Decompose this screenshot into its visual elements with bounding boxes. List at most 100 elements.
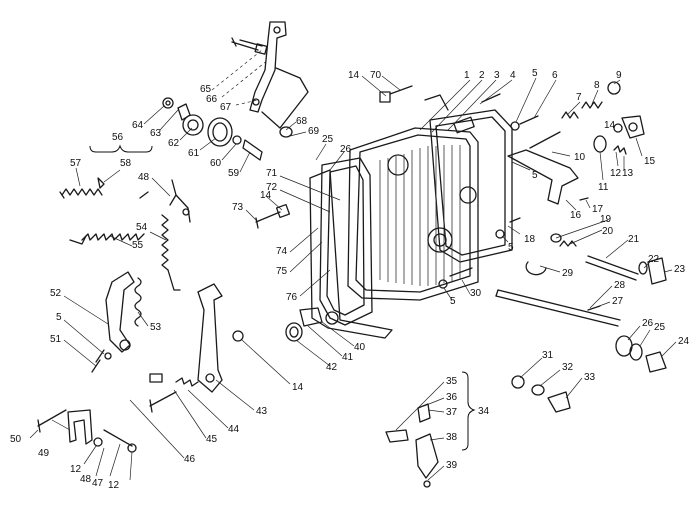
label-1: 1 (464, 70, 470, 81)
label-25a: 25 (322, 134, 334, 145)
label-6: 6 (552, 70, 558, 81)
label-18: 18 (524, 234, 536, 245)
label-51: 51 (50, 334, 62, 345)
label-8: 8 (594, 80, 600, 91)
label-9: 9 (616, 70, 622, 81)
spring-group-left (59, 177, 191, 291)
label-17: 17 (592, 204, 604, 215)
label-42: 42 (326, 362, 338, 373)
label-27: 27 (612, 296, 624, 307)
label-13: 13 (622, 168, 634, 179)
label-74: 74 (276, 246, 288, 257)
label-57: 57 (70, 158, 82, 169)
label-58: 58 (120, 158, 132, 169)
label-31: 31 (542, 350, 554, 361)
label-23: 23 (674, 264, 686, 275)
label-26a: 26 (340, 144, 352, 155)
label-61: 61 (188, 148, 200, 159)
label-12a: 12 (610, 168, 622, 179)
label-71: 71 (266, 168, 278, 179)
label-36: 36 (446, 392, 458, 403)
label-26b: 26 (642, 318, 654, 329)
label-47: 47 (92, 478, 104, 489)
label-19: 19 (600, 214, 612, 225)
label-2: 2 (479, 70, 485, 81)
label-7: 7 (576, 92, 582, 103)
label-33: 33 (584, 372, 596, 383)
label-45: 45 (206, 434, 218, 445)
leader-lines (29, 49, 677, 481)
label-14c: 14 (260, 190, 272, 201)
clevis-group (37, 409, 137, 453)
brace-56 (89, 144, 153, 153)
label-34: 34 (478, 406, 490, 417)
label-15: 15 (644, 156, 656, 167)
label-56: 56 (112, 132, 124, 143)
top-bracket (231, 21, 309, 129)
label-28: 28 (614, 280, 626, 291)
label-63: 63 (150, 128, 162, 139)
label-5: 5 (532, 68, 538, 79)
label-69: 69 (308, 126, 320, 137)
label-75: 75 (276, 266, 288, 277)
label-10: 10 (574, 152, 586, 163)
label-59: 59 (228, 168, 240, 179)
main-housing (309, 94, 513, 339)
label-21: 21 (628, 234, 640, 245)
label-5b: 5 (532, 170, 538, 181)
lever-43 (149, 283, 244, 413)
label-5d: 5 (450, 296, 456, 307)
label-76: 76 (286, 292, 298, 303)
label-66: 66 (206, 94, 218, 105)
label-4: 4 (510, 70, 516, 81)
label-20: 20 (602, 226, 614, 237)
label-50: 50 (10, 434, 22, 445)
label-38: 38 (446, 432, 458, 443)
label-53: 53 (150, 322, 162, 333)
label-14b: 14 (348, 70, 360, 81)
label-44: 44 (228, 424, 240, 435)
label-40: 40 (354, 342, 366, 353)
label-12b: 12 (70, 464, 82, 475)
label-29: 29 (562, 268, 574, 279)
label-5c: 5 (508, 242, 514, 253)
label-52: 52 (50, 288, 62, 299)
label-46: 46 (184, 454, 196, 465)
label-49: 49 (38, 448, 50, 459)
label-30: 30 (470, 288, 482, 299)
label-16: 16 (570, 210, 582, 221)
label-11: 11 (598, 182, 609, 193)
label-60: 60 (210, 158, 222, 169)
label-48: 48 (138, 172, 150, 183)
label-3: 3 (494, 70, 500, 81)
label-54: 54 (136, 222, 148, 233)
label-14d: 14 (292, 382, 304, 393)
label-67: 67 (220, 102, 232, 113)
lever-52 (91, 271, 142, 373)
label-70: 70 (370, 70, 382, 81)
label-65: 65 (200, 84, 212, 95)
label-39: 39 (446, 460, 458, 471)
label-68: 68 (296, 116, 308, 127)
label-24: 24 (678, 336, 690, 347)
label-12c: 12 (108, 480, 120, 491)
label-37: 37 (446, 407, 458, 418)
label-5e: 5 (56, 312, 62, 323)
label-22: 22 (648, 254, 660, 265)
part-labels: 1 2 3 4 5 6 7 8 9 10 5 11 12 13 14 15 16… (10, 68, 690, 491)
label-43: 43 (256, 406, 268, 417)
label-32: 32 (562, 362, 574, 373)
label-72: 72 (266, 182, 278, 193)
label-55: 55 (132, 240, 144, 251)
label-64: 64 (132, 120, 144, 131)
seal-group (162, 97, 293, 161)
label-48b: 48 (80, 474, 92, 485)
label-25b: 25 (654, 322, 666, 333)
label-14a: 14 (604, 120, 616, 131)
label-73: 73 (232, 202, 244, 213)
label-41: 41 (342, 352, 354, 363)
brace-34 (461, 371, 476, 451)
right-parts (379, 81, 667, 488)
label-62: 62 (168, 138, 180, 149)
